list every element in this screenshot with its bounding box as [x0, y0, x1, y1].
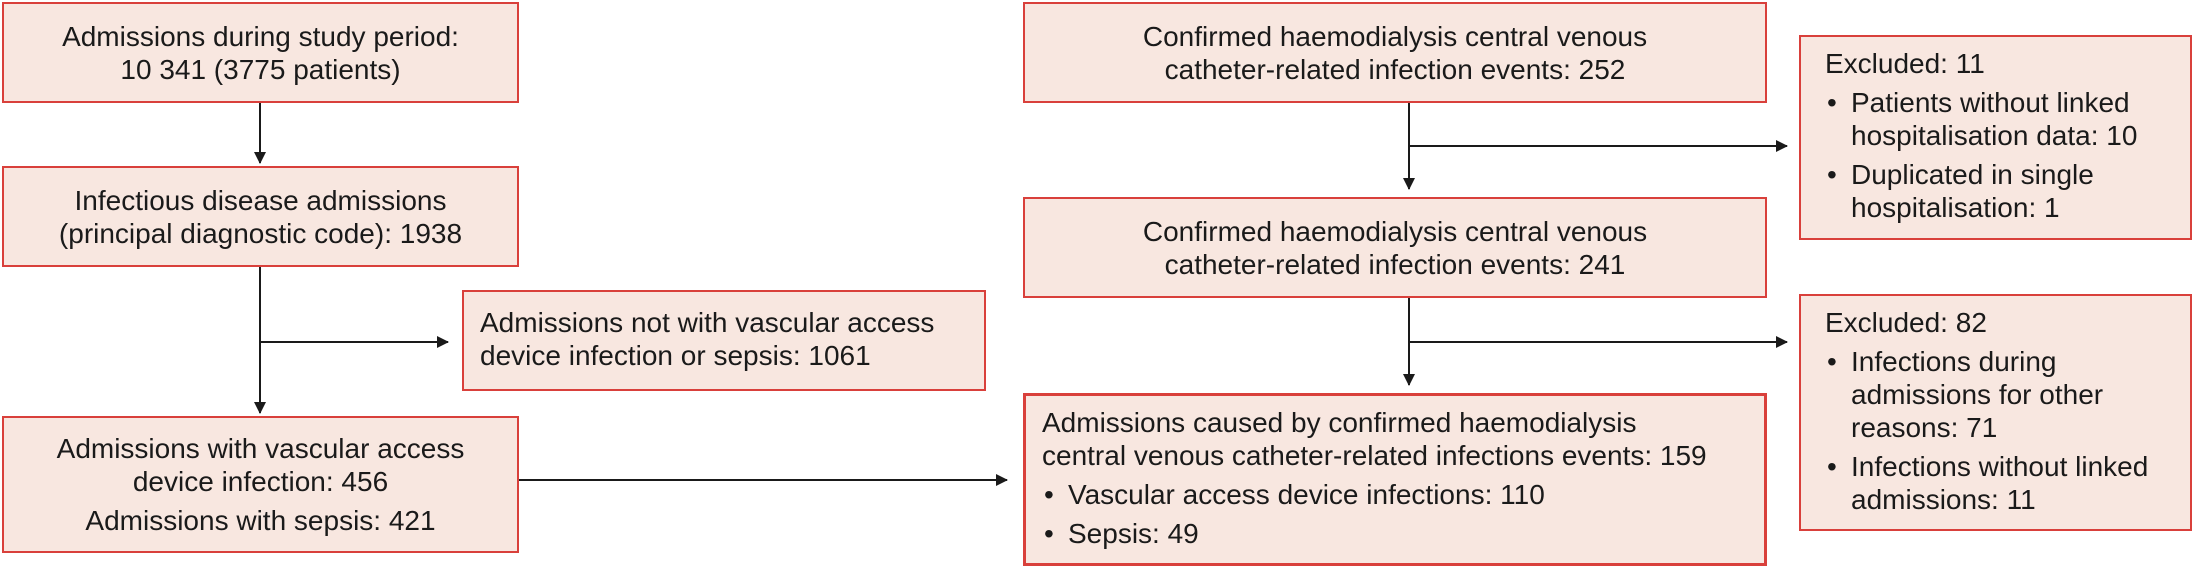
bullet-item: Infections during admissions for other r…: [1825, 345, 2166, 444]
bullet-list: Vascular access device infections: 110 S…: [1042, 478, 1748, 550]
bullet-text: Infections without linked: [1851, 451, 2149, 482]
box-admissions-study-period: Admissions during study period: 10 341 (…: [2, 2, 519, 103]
box-confirmed-events-252: Confirmed haemodialysis central venous c…: [1023, 2, 1767, 103]
box-text: catheter-related infection events: 252: [1164, 53, 1626, 85]
box-text: Confirmed haemodialysis central venous: [1142, 215, 1648, 247]
box-vascular-access-and-sepsis: Admissions with vascular access device i…: [2, 416, 519, 553]
box-text: central venous catheter-related infectio…: [1042, 440, 1707, 471]
box-text: device infection or sepsis: 1061: [480, 340, 871, 371]
box-text: Admissions caused by confirmed haemodial…: [1042, 407, 1637, 438]
box-excluded-11: Excluded: 11 Patients without linked hos…: [1799, 35, 2192, 240]
box-text: Admissions with sepsis: 421: [85, 505, 436, 536]
bullet-text: Patients without linked: [1851, 87, 2130, 118]
box-text: 10 341 (3775 patients): [120, 53, 401, 85]
bullet-text: hospitalisation data: 10: [1851, 120, 2138, 151]
bullet-text: reasons: 71: [1851, 412, 1998, 443]
box-confirmed-events-241: Confirmed haemodialysis central venous c…: [1023, 197, 1767, 298]
box-not-vascular-access: Admissions not with vascular access devi…: [462, 290, 986, 391]
box-infectious-disease-admissions: Infectious disease admissions (principal…: [2, 166, 519, 267]
box-admissions-caused-159: Admissions caused by confirmed haemodial…: [1023, 393, 1767, 566]
bullet-text: admissions: 11: [1851, 484, 2036, 515]
bullet-item: Infections without linked admissions: 11: [1825, 450, 2166, 516]
bullet-text: hospitalisation: 1: [1851, 192, 2060, 223]
bullet-item: Duplicated in single hospitalisation: 1: [1825, 158, 2166, 224]
box-text: Confirmed haemodialysis central venous: [1142, 20, 1648, 52]
bullet-text: Infections during: [1851, 346, 2057, 377]
box-title: Excluded: 82: [1825, 307, 1987, 338]
bullet-list: Patients without linked hospitalisation …: [1825, 86, 2166, 224]
bullet-item: Vascular access device infections: 110: [1042, 478, 1748, 511]
box-text: Admissions with vascular access: [56, 433, 465, 464]
box-text: device infection: 456: [132, 466, 389, 497]
bullet-item: Patients without linked hospitalisation …: [1825, 86, 2166, 152]
box-text: catheter-related infection events: 241: [1164, 248, 1626, 280]
box-text: Infectious disease admissions: [74, 184, 447, 216]
bullet-text: Duplicated in single: [1851, 159, 2094, 190]
box-text: (principal diagnostic code): 1938: [58, 217, 463, 249]
box-excluded-82: Excluded: 82 Infections during admission…: [1799, 294, 2192, 531]
bullet-list: Infections during admissions for other r…: [1825, 345, 2166, 516]
box-title: Excluded: 11: [1825, 48, 1985, 79]
box-text: Admissions during study period:: [62, 20, 459, 52]
bullet-item: Sepsis: 49: [1042, 517, 1748, 550]
bullet-text: admissions for other: [1851, 379, 2104, 410]
box-text: Admissions not with vascular access: [480, 307, 935, 338]
